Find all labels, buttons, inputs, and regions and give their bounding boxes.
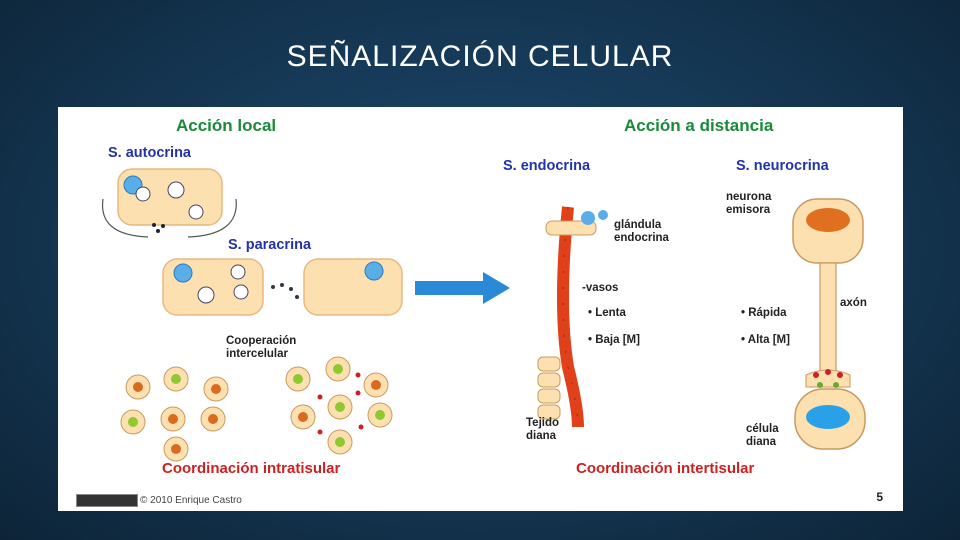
- intertissue-coordination-label: Coordinación intertisular: [576, 460, 755, 477]
- intratissue-cluster-right: [285, 356, 393, 455]
- license-badge: [76, 494, 138, 507]
- slow-label: • Lenta: [588, 307, 626, 319]
- cell-signaling-figure: Acción local Acción a distancia S. autoc…: [58, 107, 903, 511]
- distance-action-heading: Acción a distancia: [624, 116, 774, 135]
- page-number: 5: [876, 490, 883, 504]
- blood-vessel: [557, 206, 584, 428]
- credit-text: © 2010 Enrique Castro: [140, 495, 242, 506]
- intratissue-cluster-left: [120, 366, 229, 462]
- emitting-neuron-label: neurona emisora: [726, 191, 772, 216]
- paracrine-label: S. paracrina: [228, 237, 312, 253]
- neurocrine-label: S. neurocrina: [736, 158, 829, 174]
- vessels-label: -vasos: [582, 282, 619, 294]
- slide-title: SEÑALIZACIÓN CELULAR: [286, 40, 674, 73]
- endocrine-label: S. endocrina: [503, 158, 591, 174]
- target-tissue-label: Tejido diana: [526, 417, 560, 442]
- neuron: [792, 198, 866, 450]
- fast-label: • Rápida: [741, 307, 787, 319]
- paracrine-cells: [162, 258, 403, 316]
- intratissue-coordination-label: Coordinación intratisular: [162, 460, 341, 477]
- target-tissue: [537, 356, 561, 420]
- autocrine-cell: [101, 168, 237, 238]
- endocrine-gland: [545, 210, 608, 236]
- gland-label: glándula endocrina: [614, 219, 669, 244]
- low-concentration-label: • Baja [M]: [588, 334, 640, 346]
- high-concentration-label: • Alta [M]: [741, 334, 790, 346]
- axon-label: axón: [840, 297, 867, 309]
- diagram-artwork: [101, 168, 866, 462]
- autocrine-label: S. autocrina: [108, 145, 191, 161]
- target-cell-label: célula diana: [746, 423, 779, 448]
- local-action-heading: Acción local: [176, 116, 277, 135]
- transition-arrow: [415, 272, 510, 304]
- cooperation-label: Cooperación intercelular: [226, 335, 297, 360]
